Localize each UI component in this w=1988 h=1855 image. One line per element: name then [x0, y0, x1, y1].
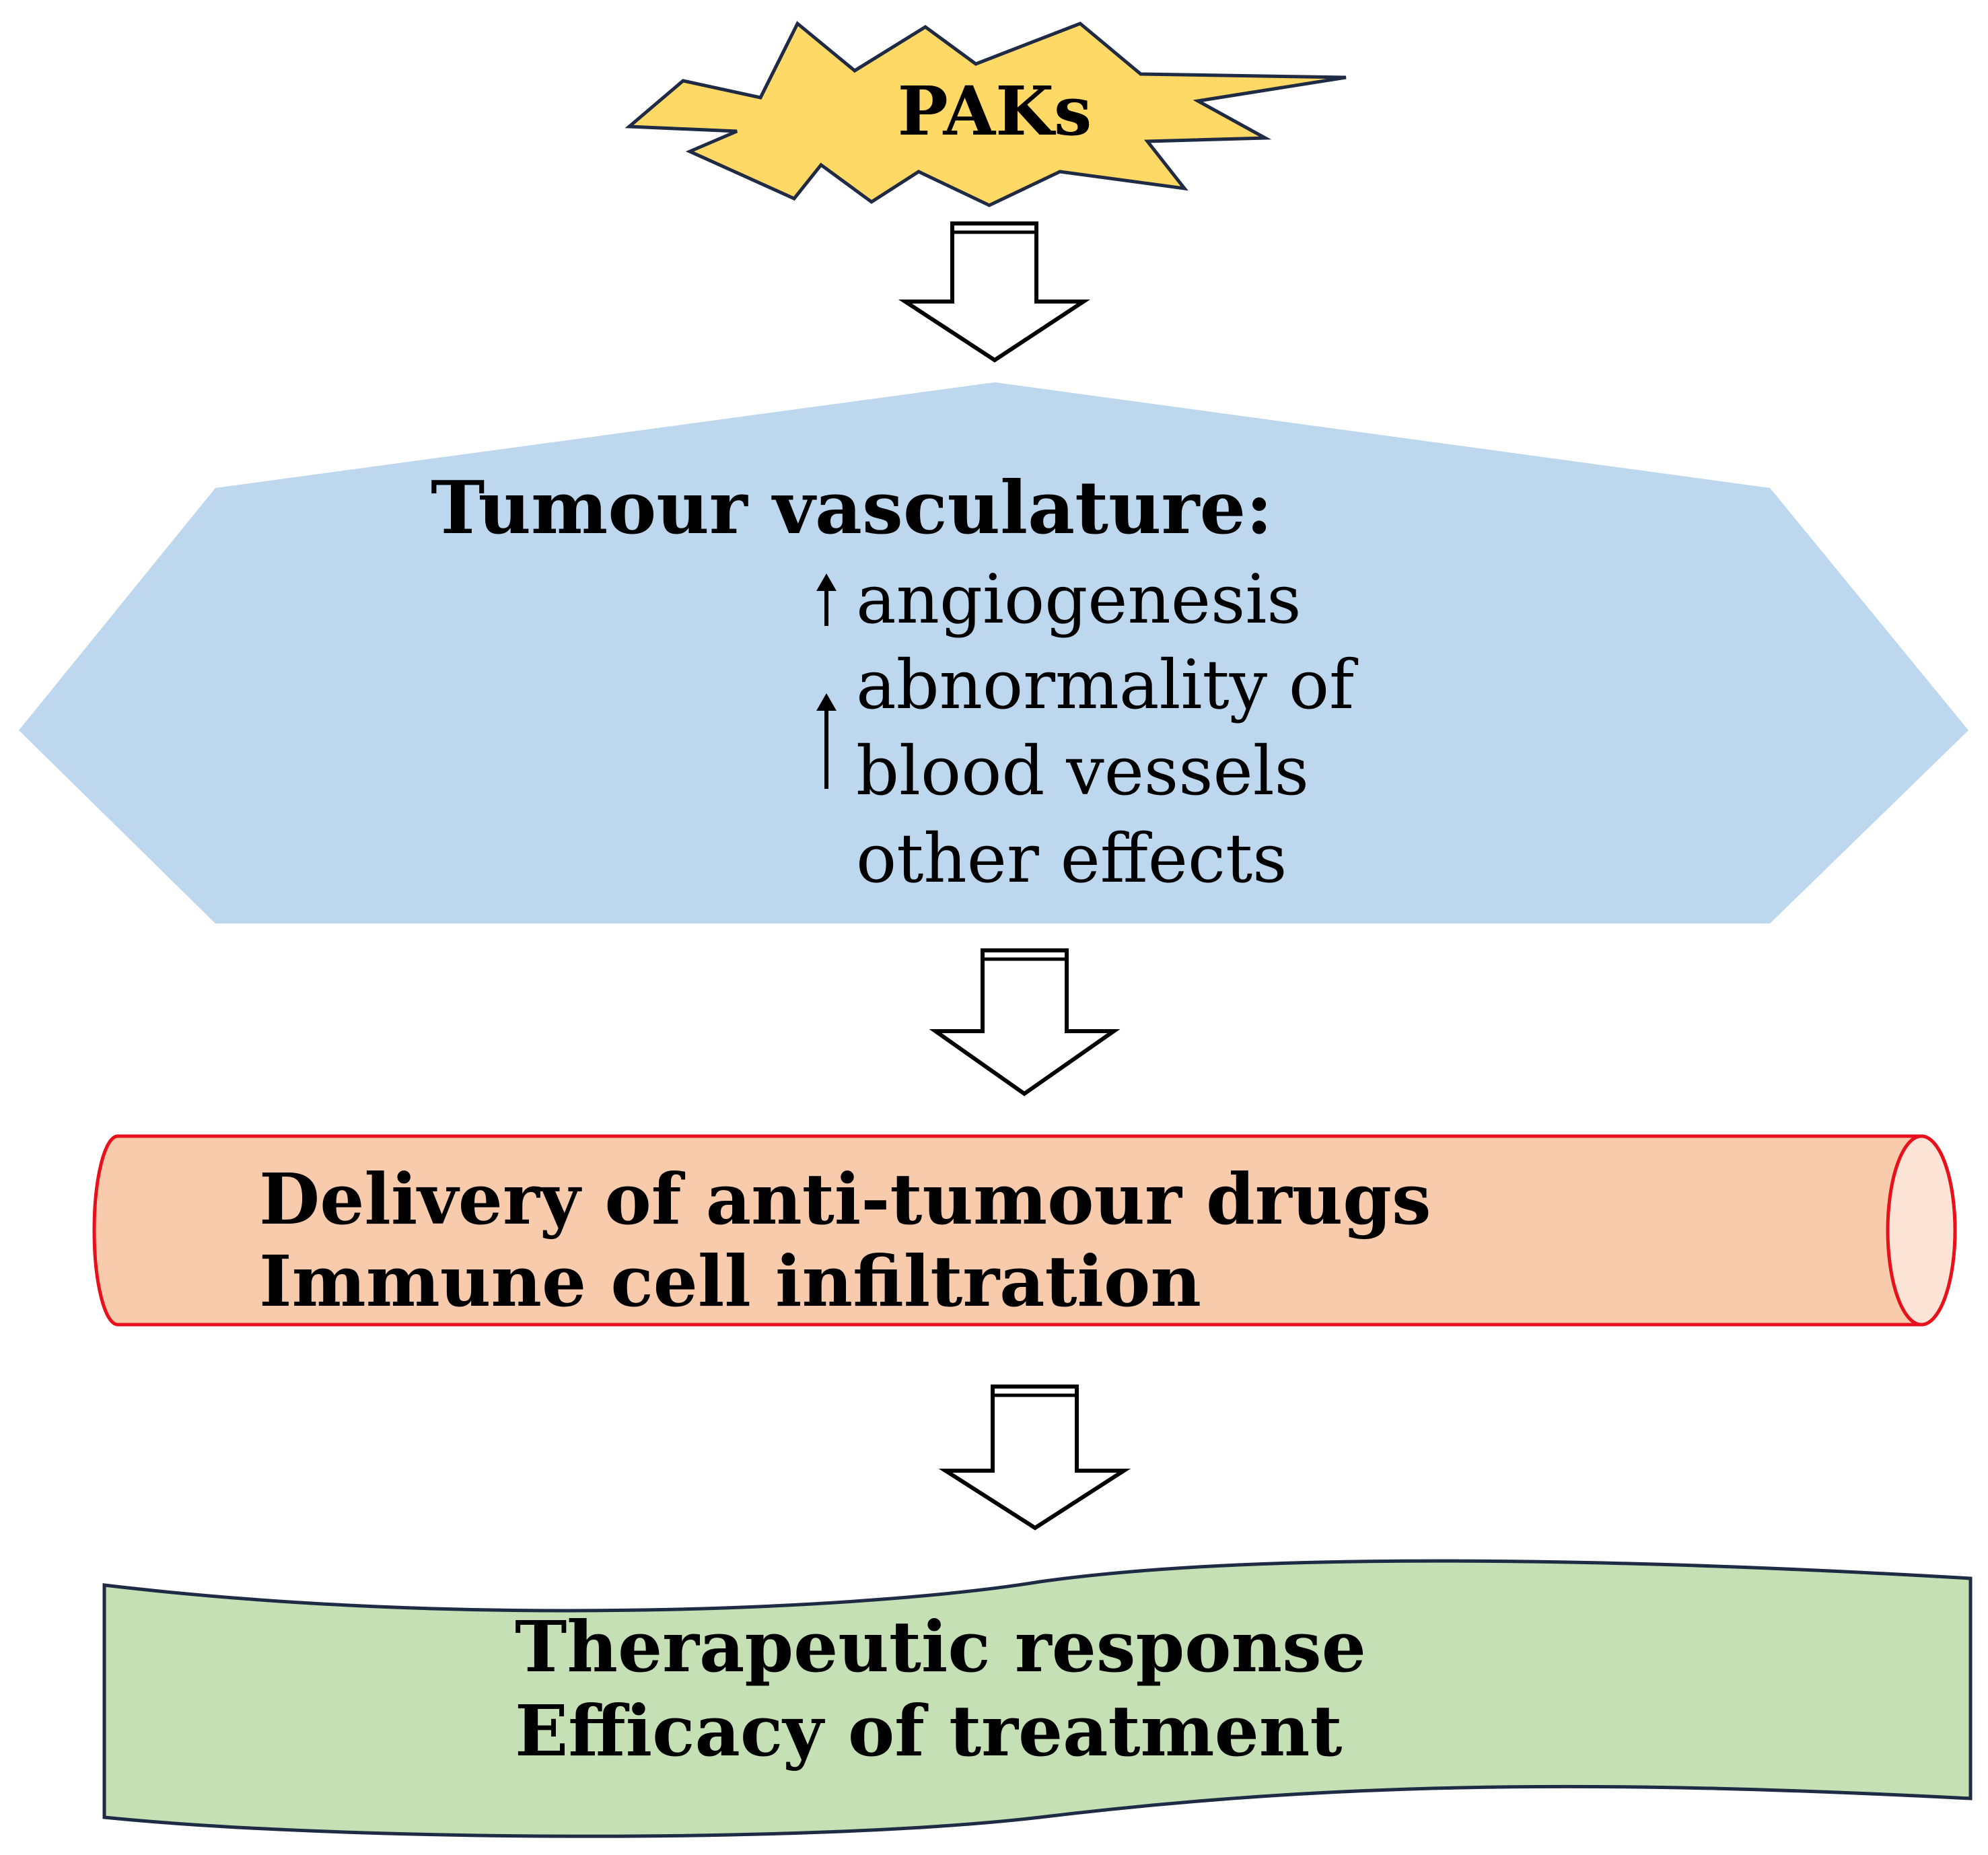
down-arrow-icon: [898, 221, 1091, 363]
vasculature-item-blood-vessels: blood vessels: [856, 732, 1309, 810]
vasculature-node: Tumour vasculature: angiogenesis abnorma…: [19, 382, 1968, 923]
response-line-1: Therapeutic response: [515, 1605, 1366, 1688]
abnormality-up-arrow-icon: [816, 693, 837, 789]
flow-arrow-3: [938, 1385, 1131, 1531]
wave-banner-shape: [102, 1559, 1973, 1838]
response-line-2: Efficacy of treatment: [515, 1689, 1342, 1772]
response-node: Therapeutic response Efficacy of treatme…: [102, 1559, 1973, 1838]
paks-label: PAKs: [898, 71, 1092, 151]
explosion-star-shape: [625, 21, 1347, 207]
angiogenesis-up-arrow-icon: [816, 573, 837, 626]
vasculature-item-other-effects: other effects: [856, 819, 1287, 898]
flow-arrow-2: [929, 948, 1121, 1096]
vasculature-item-abnormality: abnormality of: [856, 645, 1359, 724]
delivery-line-1: Delivery of anti-tumour drugs: [259, 1158, 1431, 1240]
paks-node: PAKs: [625, 21, 1347, 207]
vasculature-title: Tumour vasculature:: [431, 466, 1273, 551]
hexagon-shape: [19, 382, 1968, 923]
delivery-node: Delivery of anti-tumour drugs Immune cel…: [92, 1134, 1957, 1327]
cylinder-end-cap: [1886, 1134, 1957, 1327]
vasculature-item-angiogenesis: angiogenesis: [856, 560, 1302, 639]
down-arrow-icon: [938, 1385, 1131, 1531]
delivery-line-2: Immune cell infiltration: [259, 1240, 1201, 1323]
down-arrow-icon: [929, 948, 1121, 1096]
flow-arrow-1: [898, 221, 1091, 363]
